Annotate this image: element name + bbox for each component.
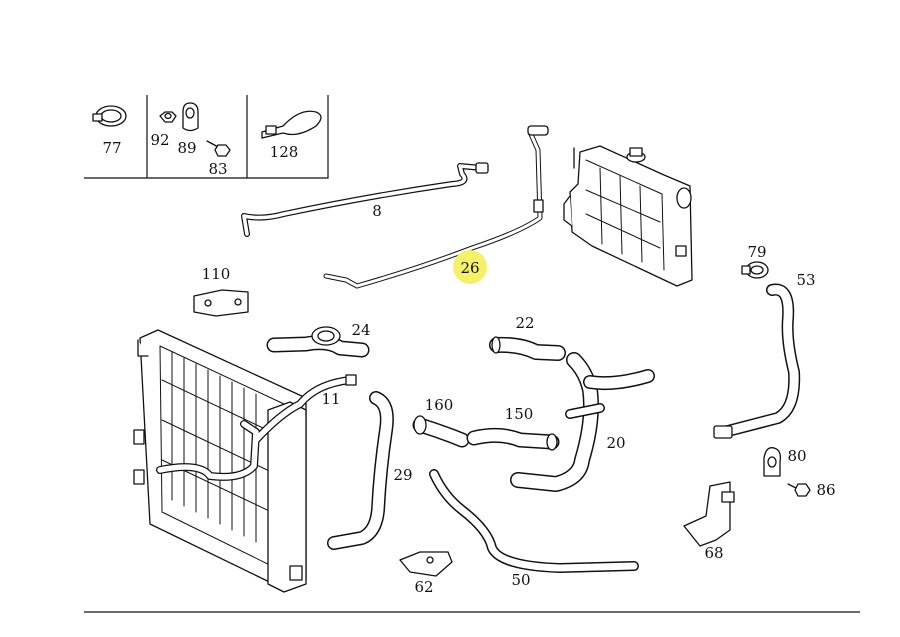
callout-50[interactable]: 50 [511, 571, 530, 589]
callout-83[interactable]: 83 [208, 160, 227, 178]
callout-128[interactable]: 128 [270, 143, 299, 161]
callout-20[interactable]: 20 [606, 434, 625, 452]
hose-part-11[interactable] [156, 374, 357, 481]
expansion-tank[interactable] [563, 145, 693, 287]
callout-68[interactable]: 68 [704, 544, 723, 562]
callout-79[interactable]: 79 [747, 243, 766, 261]
selected-callout-highlight [453, 250, 487, 284]
callout-24[interactable]: 24 [351, 321, 370, 339]
hose-part-20[interactable] [510, 352, 655, 492]
callout-150[interactable]: 150 [505, 405, 534, 423]
bolt-part-86[interactable] [787, 483, 811, 497]
hose-part-8[interactable] [241, 162, 489, 237]
hose-clamp-part-77[interactable] [92, 105, 127, 127]
cable-tie-part-128[interactable] [261, 110, 322, 139]
hose-part-24[interactable] [266, 326, 370, 358]
clip-part-80[interactable] [763, 447, 782, 477]
hose-part-50[interactable] [429, 469, 639, 573]
callout-80[interactable]: 80 [787, 447, 806, 465]
callout-26[interactable]: 26 [460, 259, 479, 277]
nut-part-92[interactable] [159, 111, 177, 123]
hose-part-22[interactable] [489, 336, 566, 361]
callout-29[interactable]: 29 [393, 466, 412, 484]
callout-53[interactable]: 53 [796, 271, 815, 289]
hose-part-26[interactable] [323, 125, 549, 289]
bolt-part-83[interactable] [206, 140, 231, 157]
callout-11[interactable]: 11 [321, 390, 340, 408]
callout-160[interactable]: 160 [425, 396, 454, 414]
clip-part-89[interactable] [182, 102, 199, 132]
callout-62[interactable]: 62 [414, 578, 433, 596]
callout-110[interactable]: 110 [202, 265, 231, 283]
hose-part-29[interactable] [327, 391, 394, 550]
hose-part-150[interactable] [466, 427, 560, 451]
bracket-part-62[interactable] [399, 551, 453, 577]
bracket-part-110[interactable] [193, 289, 249, 317]
hose-part-160[interactable] [412, 415, 470, 448]
callout-22[interactable]: 22 [515, 314, 534, 332]
callout-86[interactable]: 86 [816, 481, 835, 499]
hose-part-53[interactable] [713, 283, 801, 439]
clamp-part-79[interactable] [741, 261, 769, 279]
callout-77[interactable]: 77 [102, 139, 121, 157]
radiator[interactable] [133, 329, 307, 593]
bracket-part-68[interactable] [683, 481, 735, 547]
callout-8[interactable]: 8 [372, 202, 382, 220]
callout-labels: 77 92 89 83 128 8 110 24 22 79 53 11 160… [102, 131, 835, 596]
small-parts-inset [84, 95, 329, 179]
callout-92[interactable]: 92 [150, 131, 169, 149]
callout-89[interactable]: 89 [177, 139, 196, 157]
